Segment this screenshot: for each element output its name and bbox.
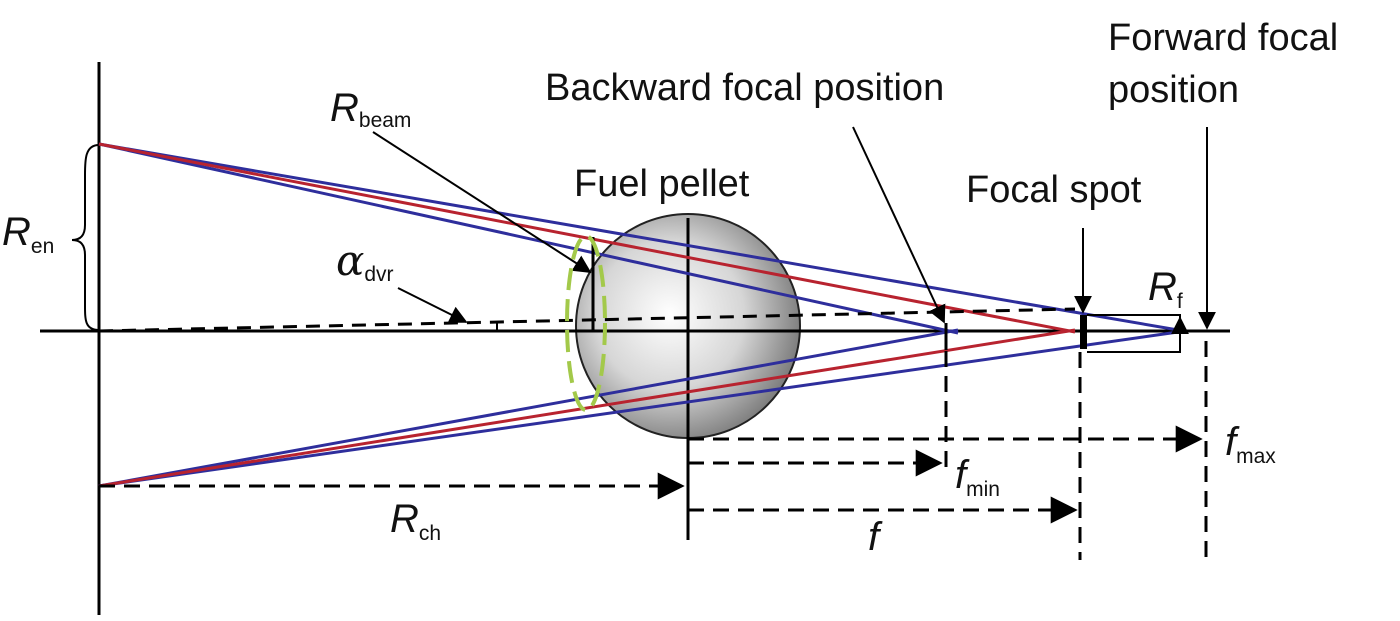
r-beam-arrow xyxy=(372,131,592,273)
f-label: f xyxy=(868,515,883,559)
forward-focal-label-line1: Forward focal xyxy=(1108,17,1338,59)
red-rays xyxy=(98,142,1076,488)
alpha-dvr-label: αdvr xyxy=(336,236,394,286)
forward-focal-label-line2: position xyxy=(1108,69,1239,111)
alpha-arrow xyxy=(397,287,468,323)
r-ch-label: Rch xyxy=(390,497,441,545)
focal-spot-marker xyxy=(1080,315,1087,349)
blue-rays xyxy=(98,142,1179,488)
r-f-label: Rf xyxy=(1148,265,1183,313)
backward-focal-arrow xyxy=(852,126,946,324)
backward-focal-label: Backward focal position xyxy=(545,67,944,109)
dimension-arrows xyxy=(99,425,1203,524)
beam-cross-section-ellipse xyxy=(565,234,607,412)
r-beam-label: Rbeam xyxy=(330,86,411,132)
f-max-label: fmax xyxy=(1225,420,1276,468)
vertical-dashed-lines xyxy=(944,341,1208,560)
divergence-dashed-line xyxy=(98,307,1076,333)
fuel-pellet-label: Fuel pellet xyxy=(574,163,750,205)
f-min-label: fmin xyxy=(955,453,1000,501)
r-en-brace xyxy=(71,144,100,331)
focal-spot-label: Focal spot xyxy=(966,169,1142,211)
r-en-label: Ren xyxy=(2,210,54,258)
